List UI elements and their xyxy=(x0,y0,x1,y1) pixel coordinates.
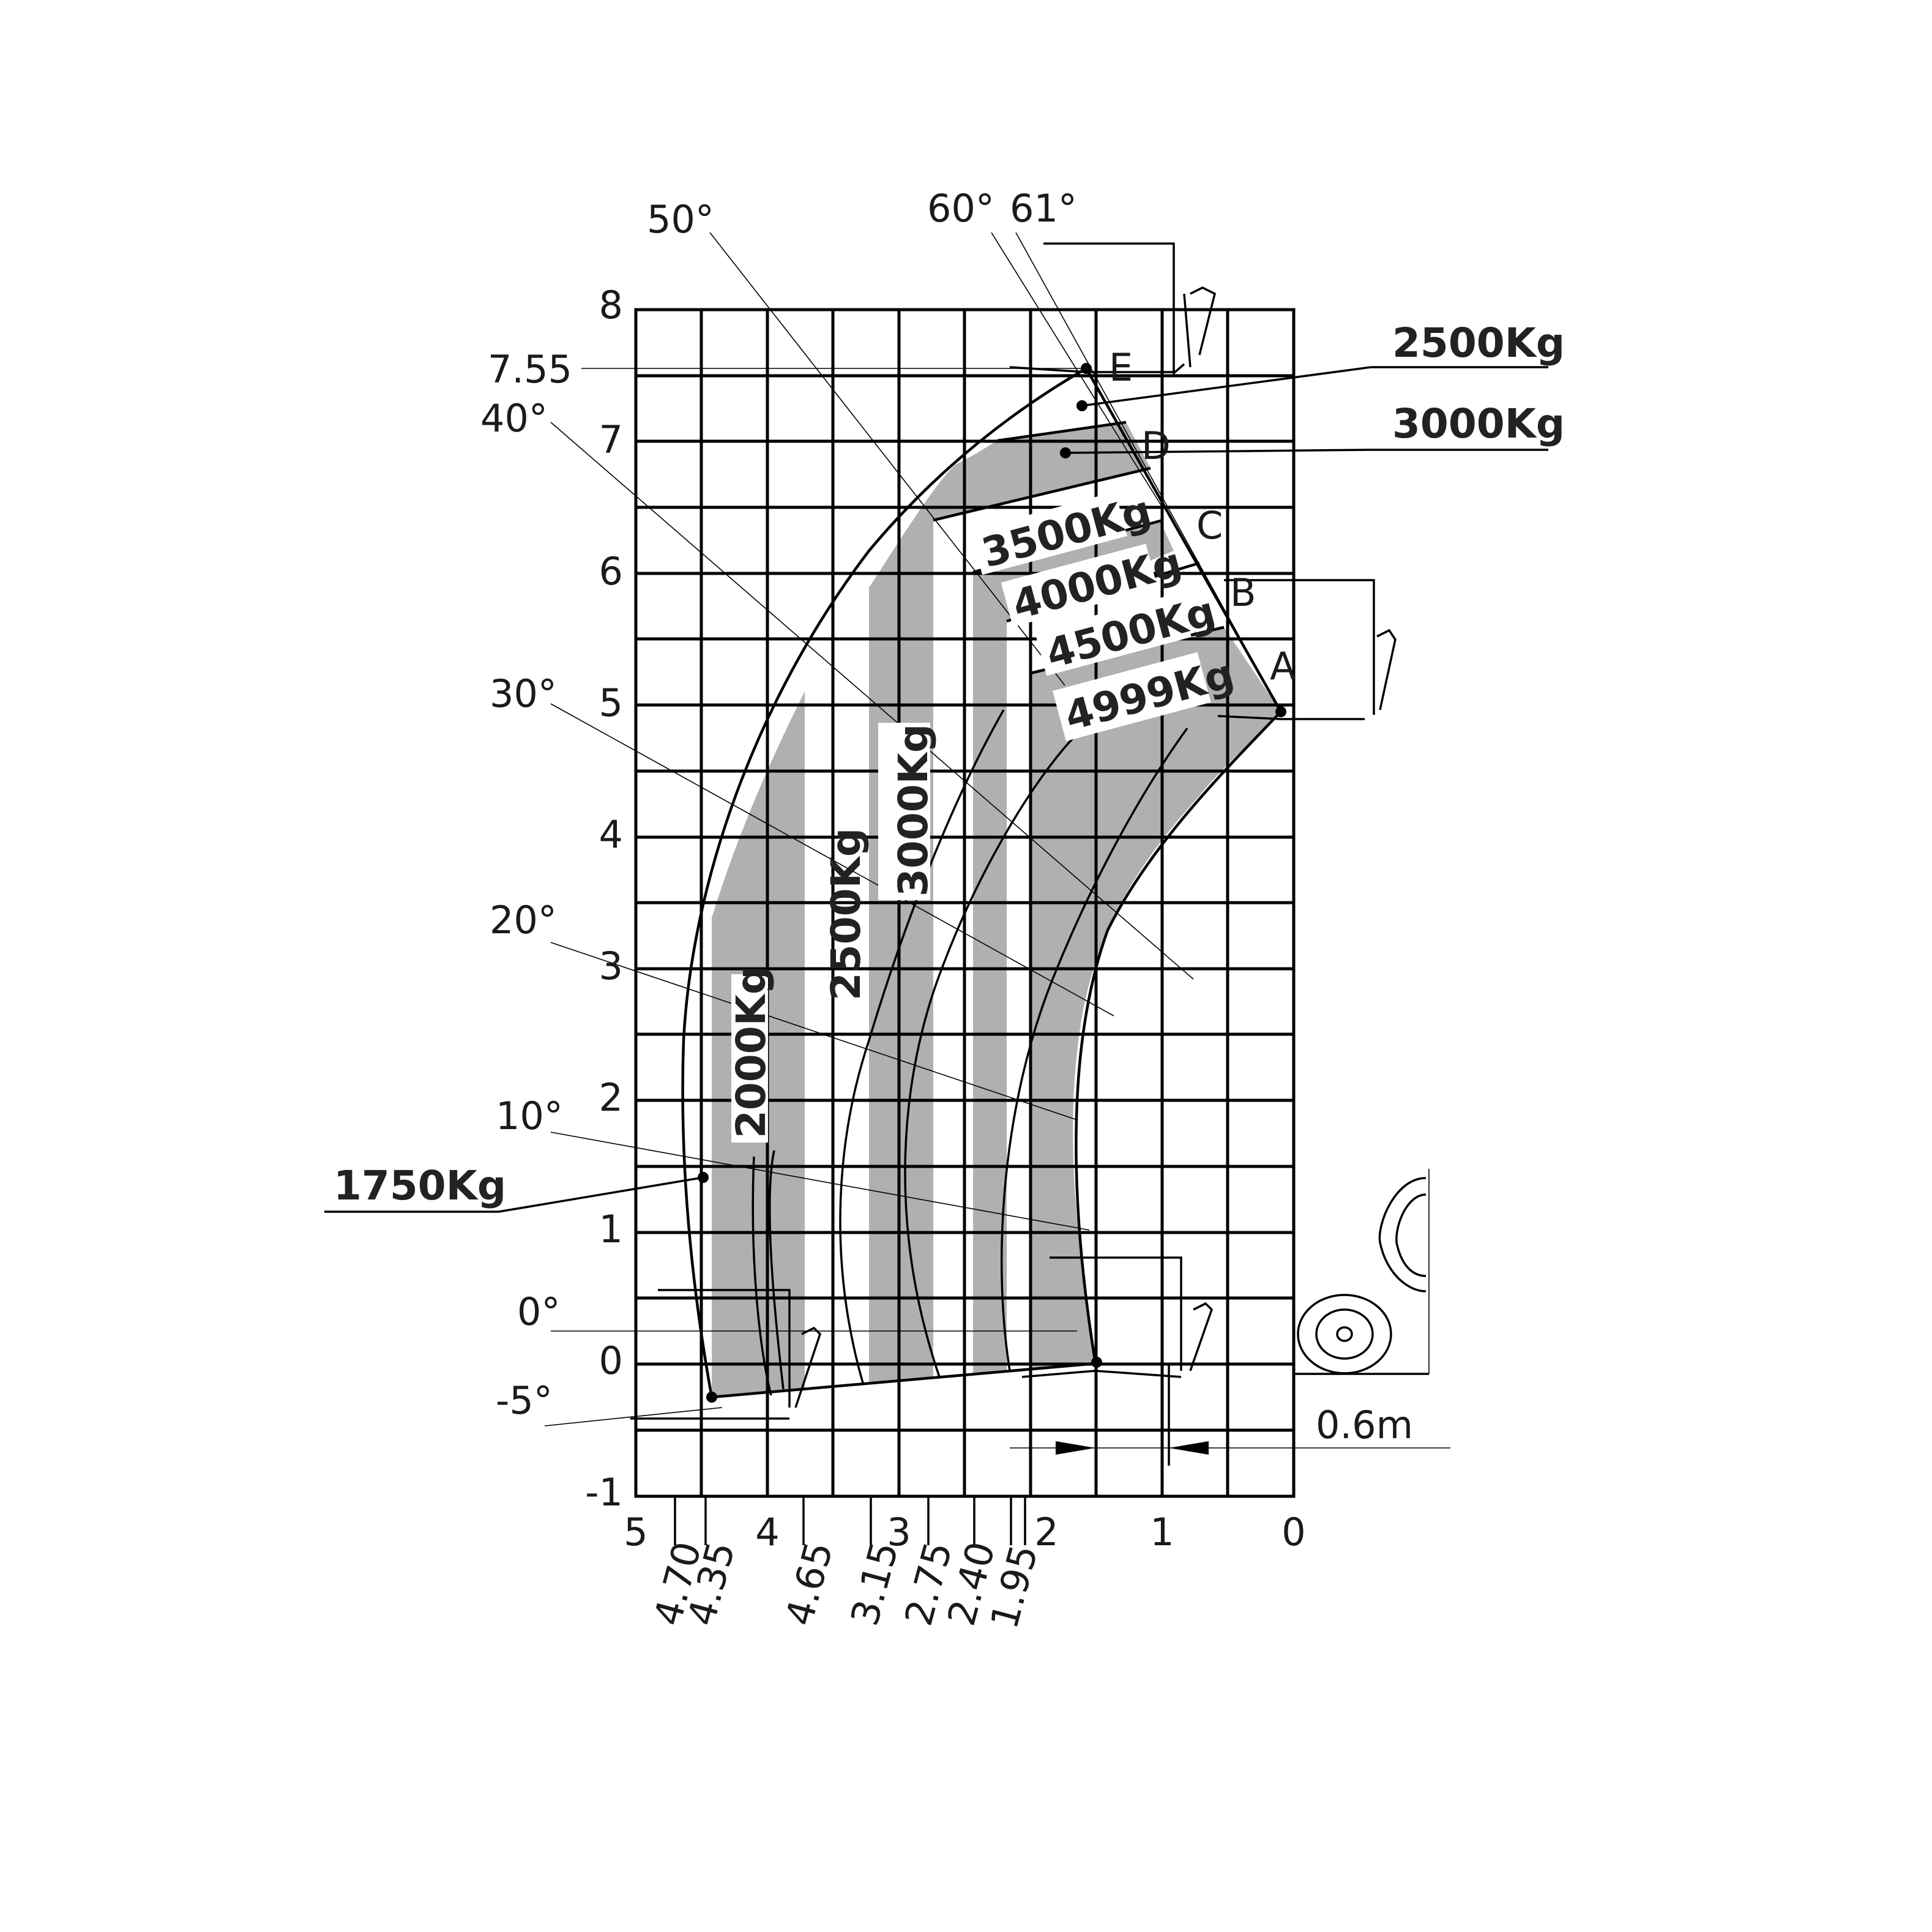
y-tick-5: 5 xyxy=(599,681,623,725)
point-C: C xyxy=(1196,503,1223,548)
angle-lines xyxy=(544,232,1281,1427)
angle-60: 60° xyxy=(927,186,994,231)
grid xyxy=(634,308,1296,1498)
angle-20: 20° xyxy=(490,898,557,942)
x-axis-labels: 5 4 3 2 1 0 xyxy=(624,1510,1305,1554)
y-tick-6: 6 xyxy=(599,549,623,594)
angle-10: 10° xyxy=(496,1094,563,1138)
angle-30: 30° xyxy=(490,671,557,716)
y-tick-8: 8 xyxy=(599,283,623,327)
dimension-0-6m xyxy=(1010,1365,1450,1466)
point-E: E xyxy=(1109,345,1133,390)
x-extra-labels: 4.70 4.35 4.65 3.15 2.75 2.40 1.95 xyxy=(645,1537,1046,1633)
x-extra-4-65: 4.65 xyxy=(777,1537,841,1630)
extension-points: E D C B A xyxy=(1109,345,1296,688)
angle-0: 0° xyxy=(517,1289,560,1334)
x-tick-1: 1 xyxy=(1150,1510,1174,1554)
point-B: B xyxy=(1230,570,1256,615)
angle-50: 50° xyxy=(647,197,714,242)
y-tick-1: 1 xyxy=(599,1207,623,1251)
load-labels: 2500Kg 3000Kg 1750Kg 2000Kg 2500Kg 3000K… xyxy=(334,319,1565,1209)
y-tick-0: 0 xyxy=(599,1338,623,1383)
load-2000kg: 2000Kg xyxy=(728,966,775,1138)
angle-40: 40° xyxy=(480,396,548,441)
angle-61: 61° xyxy=(1010,186,1077,231)
y-tick-4: 4 xyxy=(599,812,623,857)
zone-4999kg xyxy=(1031,627,1281,1368)
x-tick-3: 3 xyxy=(887,1510,911,1554)
callout-leaders xyxy=(324,366,1548,1213)
callout-3000kg: 3000Kg xyxy=(1392,400,1565,447)
load-1750kg: 1750Kg xyxy=(334,1162,506,1209)
y-tick-7-55: 7.55 xyxy=(488,347,572,392)
extra-x-ticks xyxy=(674,1496,1026,1545)
load-2500kg-vertical: 2500Kg xyxy=(822,828,870,1001)
y-tick-minus-1: -1 xyxy=(585,1470,623,1515)
machine-front xyxy=(1294,1169,1430,1375)
label-boxes xyxy=(731,723,930,1143)
callout-2500kg: 2500Kg xyxy=(1392,319,1565,367)
point-D: D xyxy=(1141,423,1171,468)
zone-3500kg xyxy=(973,520,1174,1374)
x-tick-0: 0 xyxy=(1281,1510,1305,1554)
y-tick-2: 2 xyxy=(599,1075,623,1120)
fork-carriages xyxy=(630,242,1397,1420)
y-tick-3: 3 xyxy=(599,944,623,988)
x-tick-5: 5 xyxy=(624,1510,647,1554)
dimension-label: 0.6m xyxy=(1316,1403,1413,1447)
angle-minus-5: -5° xyxy=(496,1378,553,1423)
load-3000kg-vertical: 3000Kg xyxy=(890,724,937,897)
y-axis-labels: 8 7.55 7 6 5 4 3 2 1 0 -1 xyxy=(488,283,623,1515)
x-tick-4: 4 xyxy=(755,1510,779,1554)
point-A: A xyxy=(1270,644,1296,688)
angle-labels: 50° 60° 61° 40° 30° 20° 10° 0° -5° xyxy=(480,186,1077,1423)
y-tick-7: 7 xyxy=(599,417,623,462)
x-tick-2: 2 xyxy=(1034,1510,1058,1554)
